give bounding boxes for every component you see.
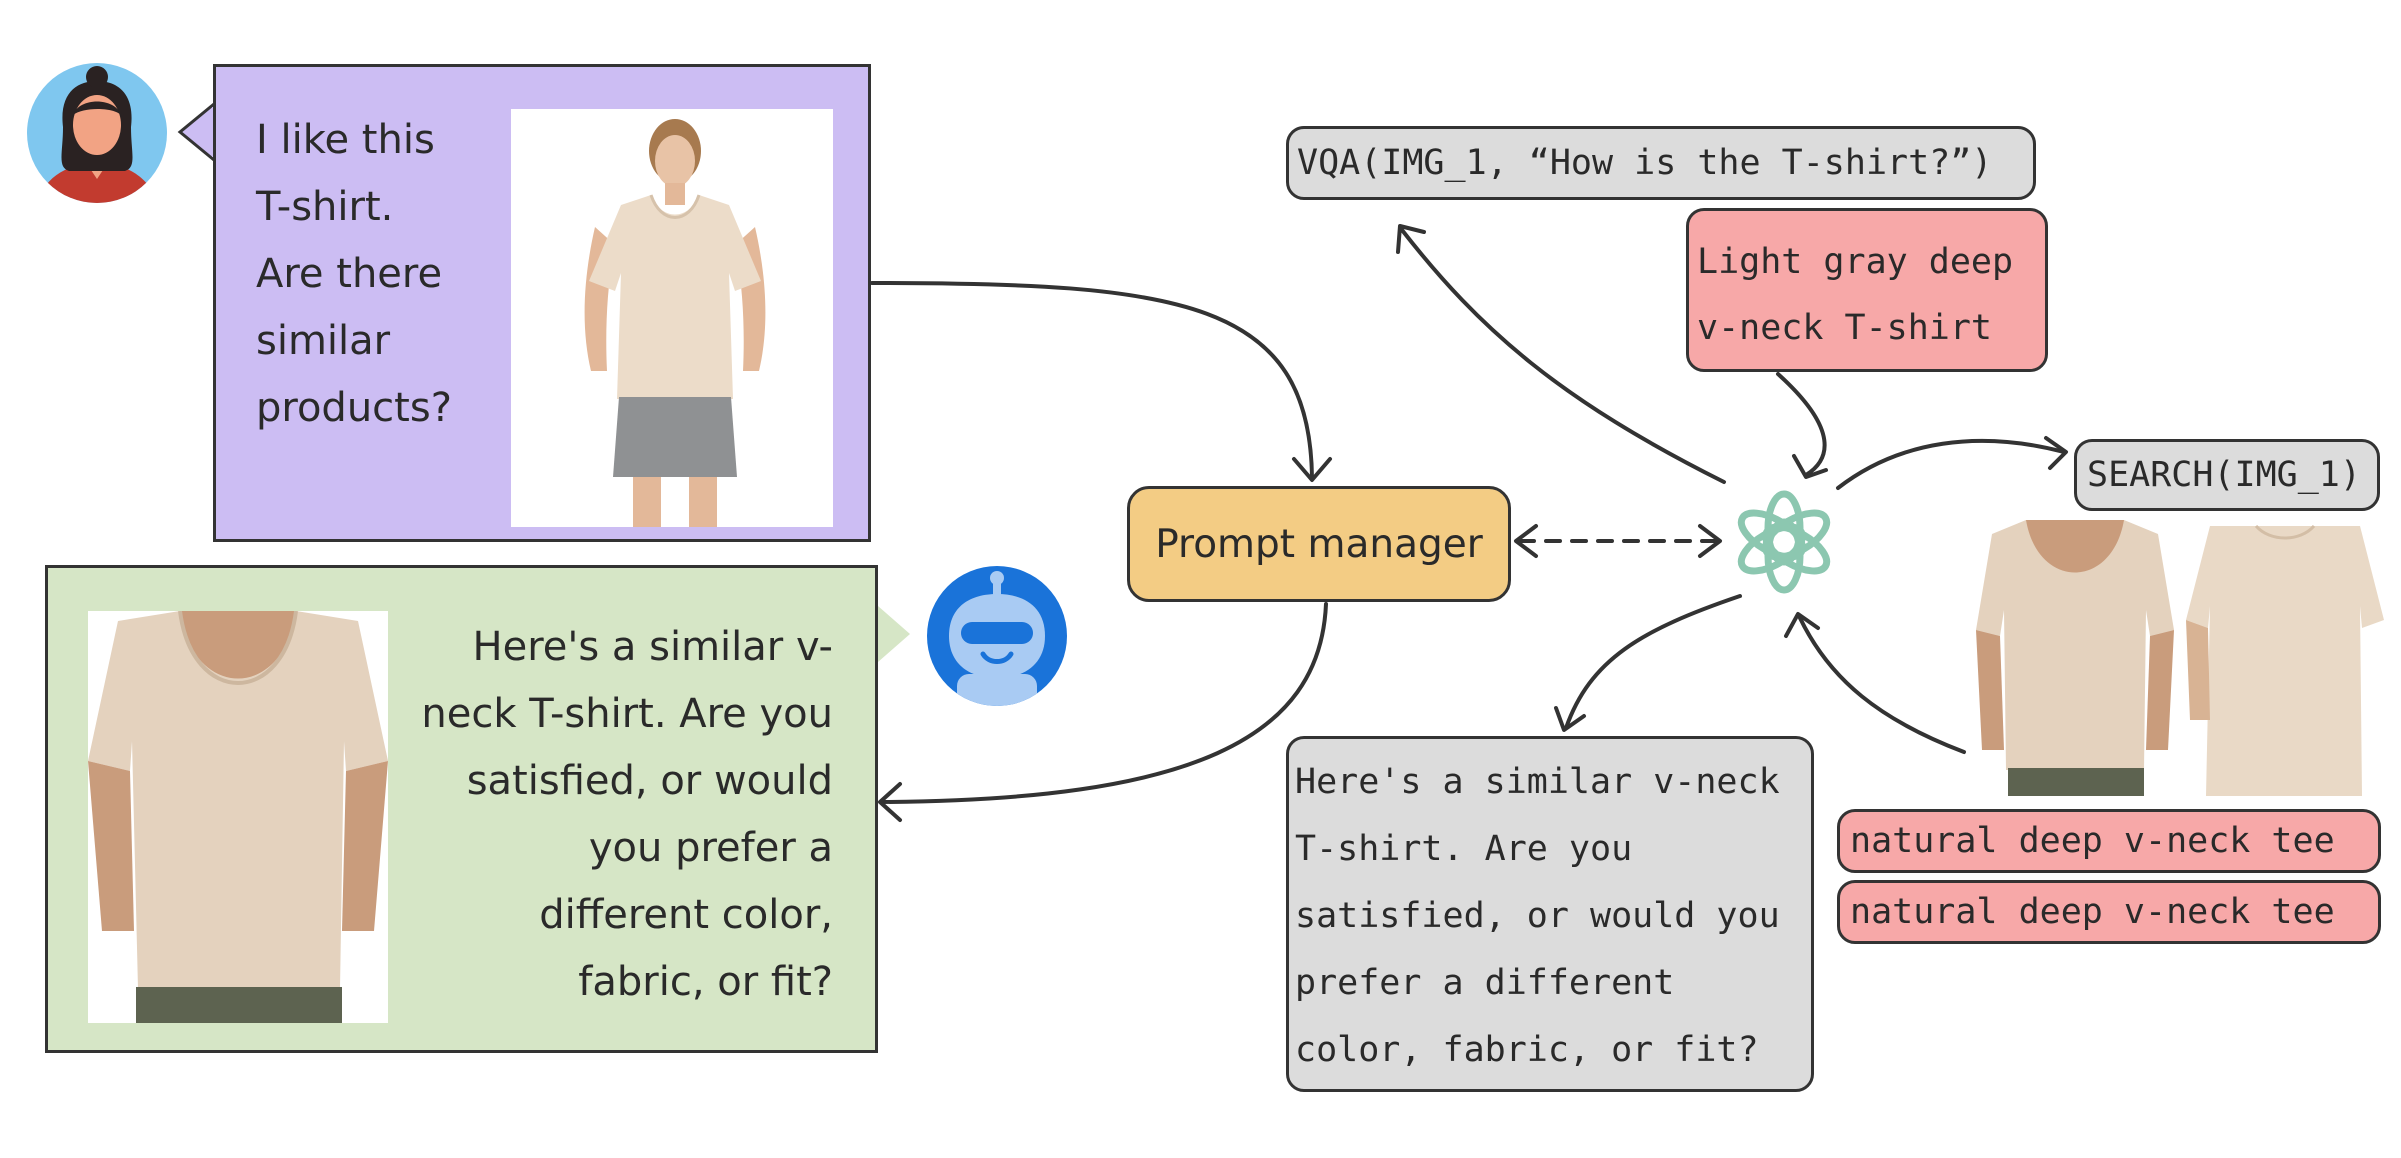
arrowhead-prompt-manager-in (1292, 457, 1332, 482)
arrow-prompt-manager-to-bot (880, 602, 1328, 804)
bot-message-line: satisfied, or would (466, 758, 833, 804)
user-tshirt-photo (511, 109, 833, 527)
arrowhead-dashed-right (1698, 524, 1722, 558)
arrow-vqa-result-to-llm (1776, 372, 1827, 477)
bot-message-bubble: Here's a similar v- neck T-shirt. Are yo… (45, 565, 878, 1053)
openai-logo-icon (1737, 490, 1831, 594)
search-result-photo-1 (1976, 520, 2174, 796)
llm-reply-line: T-shirt. Are you (1295, 829, 1633, 869)
bot-message-line: neck T-shirt. Are you (421, 691, 833, 737)
arrowhead-dashed-left (1514, 524, 1538, 558)
arrow-llm-to-vqa (1400, 228, 1726, 484)
llm-reply-line: satisfied, or would you (1295, 896, 1780, 936)
search-result-label-2: natural deep v-neck tee (1837, 880, 2381, 944)
bot-message-text: Here's a similar v- neck T-shirt. Are yo… (413, 614, 833, 1016)
vqa-call-text: VQA(IMG_1, “How is the T-shirt?”) (1297, 143, 1993, 183)
arrow-llm-to-search (1836, 438, 2066, 490)
arrowhead-llm-from-search (1784, 612, 1820, 638)
arrowhead-search (2044, 436, 2068, 470)
llm-reply-line: prefer a different (1295, 963, 1675, 1003)
arrow-user-to-prompt-manager (870, 281, 1314, 480)
user-message-line: similar (256, 318, 391, 364)
llm-reply-box: Here's a similar v-neck T-shirt. Are you… (1286, 736, 1814, 1092)
user-avatar-icon (27, 63, 167, 203)
bot-message-line: fabric, or fit? (578, 959, 833, 1005)
bot-bubble-tail (878, 606, 910, 662)
prompt-manager-box: Prompt manager (1127, 486, 1511, 602)
user-message-line: I like this (256, 117, 435, 163)
arrowhead-bot-in (878, 782, 902, 822)
arrowhead-vqa (1396, 224, 1426, 254)
llm-reply-line: Here's a similar v-neck (1295, 762, 1780, 802)
arrow-results-to-llm (1798, 616, 1966, 754)
search-result-label-1: natural deep v-neck tee (1837, 809, 2381, 873)
vqa-result-line: v-neck T-shirt (1697, 308, 1993, 348)
user-message-line: products? (256, 385, 452, 431)
user-message-bubble: I like this T-shirt. Are there similar p… (213, 64, 871, 542)
search-call-text: SEARCH(IMG_1) (2087, 455, 2361, 495)
user-bubble-tail (177, 102, 220, 162)
search-call-box: SEARCH(IMG_1) (2074, 439, 2380, 511)
arrowhead-llm-from-vqa (1792, 454, 1828, 479)
vqa-result-line: Light gray deep (1697, 242, 2014, 282)
llm-reply-line: color, fabric, or fit? (1295, 1030, 1759, 1070)
search-result-text: natural deep v-neck tee (1850, 821, 2335, 861)
user-message-line: Are there (256, 251, 443, 297)
robot-avatar-icon (927, 566, 1067, 706)
arrow-llm-to-reply (1564, 594, 1742, 730)
arrowhead-reply (1554, 706, 1586, 732)
vqa-result-box: Light gray deep v-neck T-shirt (1686, 208, 2048, 372)
prompt-manager-label: Prompt manager (1155, 521, 1483, 567)
bot-message-line: you prefer a (588, 825, 833, 871)
bot-tshirt-photo (88, 610, 388, 1023)
user-message-line: T-shirt. (256, 184, 394, 230)
bot-message-line: different color, (539, 892, 833, 938)
vqa-call-box: VQA(IMG_1, “How is the T-shirt?”) (1286, 126, 2036, 200)
search-result-photo-2 (2186, 520, 2384, 796)
bot-message-line: Here's a similar v- (472, 624, 834, 670)
user-message-text: I like this T-shirt. Are there similar p… (256, 107, 486, 442)
search-result-text: natural deep v-neck tee (1850, 892, 2335, 932)
